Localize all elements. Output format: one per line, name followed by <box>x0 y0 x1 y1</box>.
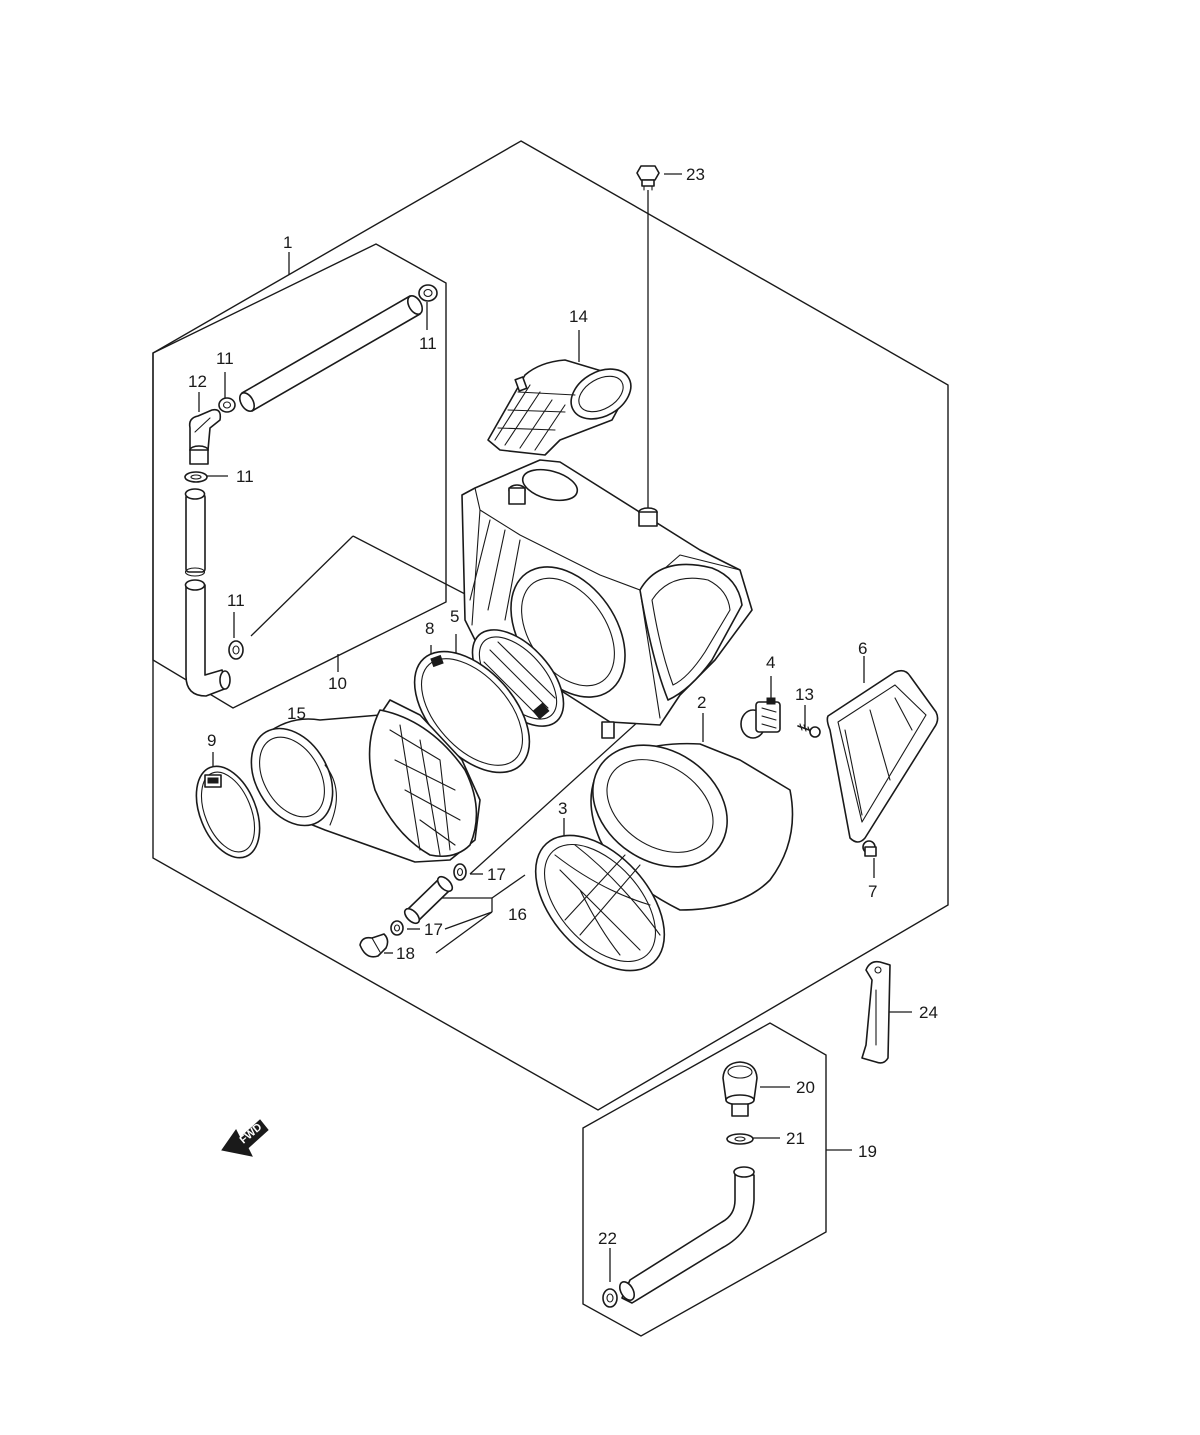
callout-21: 21 <box>786 1129 805 1148</box>
leader-lines <box>198 173 912 1282</box>
part-17-clamp-lower <box>390 920 404 936</box>
callout-2: 2 <box>697 693 706 712</box>
part-24-bracket-strap <box>861 960 891 1064</box>
callout-11-upper: 11 <box>216 349 234 368</box>
hose-kit-frame <box>152 243 447 709</box>
callout-19: 19 <box>858 1142 877 1161</box>
callout-1: 1 <box>283 233 292 252</box>
callout-23: 23 <box>686 165 705 184</box>
l-shaped-hose <box>184 579 231 697</box>
callout-17-lower: 17 <box>424 920 443 939</box>
callout-11-top: 11 <box>419 334 437 353</box>
callout-9: 9 <box>207 731 216 750</box>
part-11-clamp-upper-left <box>218 397 236 413</box>
part-15-intake-boot <box>250 699 481 863</box>
part-11-clamp-top <box>418 284 438 302</box>
callout-16: 16 <box>508 905 527 924</box>
part-21-clamp <box>726 1133 754 1145</box>
part-23-bolt <box>636 165 660 191</box>
callout-11-lower: 11 <box>227 591 245 610</box>
part-18-drain-plug <box>359 933 389 958</box>
part-11-clamp-lower <box>228 640 244 660</box>
drain-kit-frame <box>582 1022 827 1337</box>
short-vertical-hose <box>184 488 206 577</box>
part-17-clamp-upper <box>453 863 467 881</box>
callout-15: 15 <box>287 704 306 723</box>
part-13-screw <box>797 723 821 738</box>
callout-5: 5 <box>450 607 459 626</box>
part-7-screw <box>862 840 877 857</box>
part-2-filter-element <box>590 742 794 911</box>
part-9-band-clamp <box>195 765 261 859</box>
callout-20: 20 <box>796 1078 815 1097</box>
callout-17-upper: 17 <box>487 865 506 884</box>
part-11-clamp-middle <box>184 471 208 483</box>
long-breather-hose <box>238 295 424 412</box>
callout-18: 18 <box>396 944 415 963</box>
part-4-grommet <box>740 697 781 739</box>
callout-10: 10 <box>328 674 347 693</box>
callout-6: 6 <box>858 639 867 658</box>
part-14-intake-duct <box>487 359 632 456</box>
callout-4: 4 <box>766 653 775 672</box>
part-6-cover-plate <box>826 669 939 843</box>
callout-22: 22 <box>598 1229 617 1248</box>
part-16-drain-tube <box>403 875 454 925</box>
part-12-elbow <box>188 408 222 465</box>
callout-13: 13 <box>795 685 814 704</box>
part-3-filter-holder <box>534 834 666 972</box>
callout-12: 12 <box>188 372 207 391</box>
callout-7: 7 <box>868 882 877 901</box>
callout-14: 14 <box>569 307 588 326</box>
part-20-drain-cap <box>722 1061 758 1117</box>
callout-11-middle: 11 <box>236 467 254 486</box>
callout-8: 8 <box>425 619 434 638</box>
part-22-drain-hose <box>618 1166 755 1304</box>
callout-24: 24 <box>919 1003 938 1022</box>
callout-labels: 1 11 11 12 11 11 10 14 23 8 5 15 9 2 4 1… <box>188 165 938 1248</box>
part-22-clamp <box>602 1288 618 1308</box>
fwd-arrow-icon: FWD <box>221 1119 269 1157</box>
callout-3: 3 <box>558 799 567 818</box>
